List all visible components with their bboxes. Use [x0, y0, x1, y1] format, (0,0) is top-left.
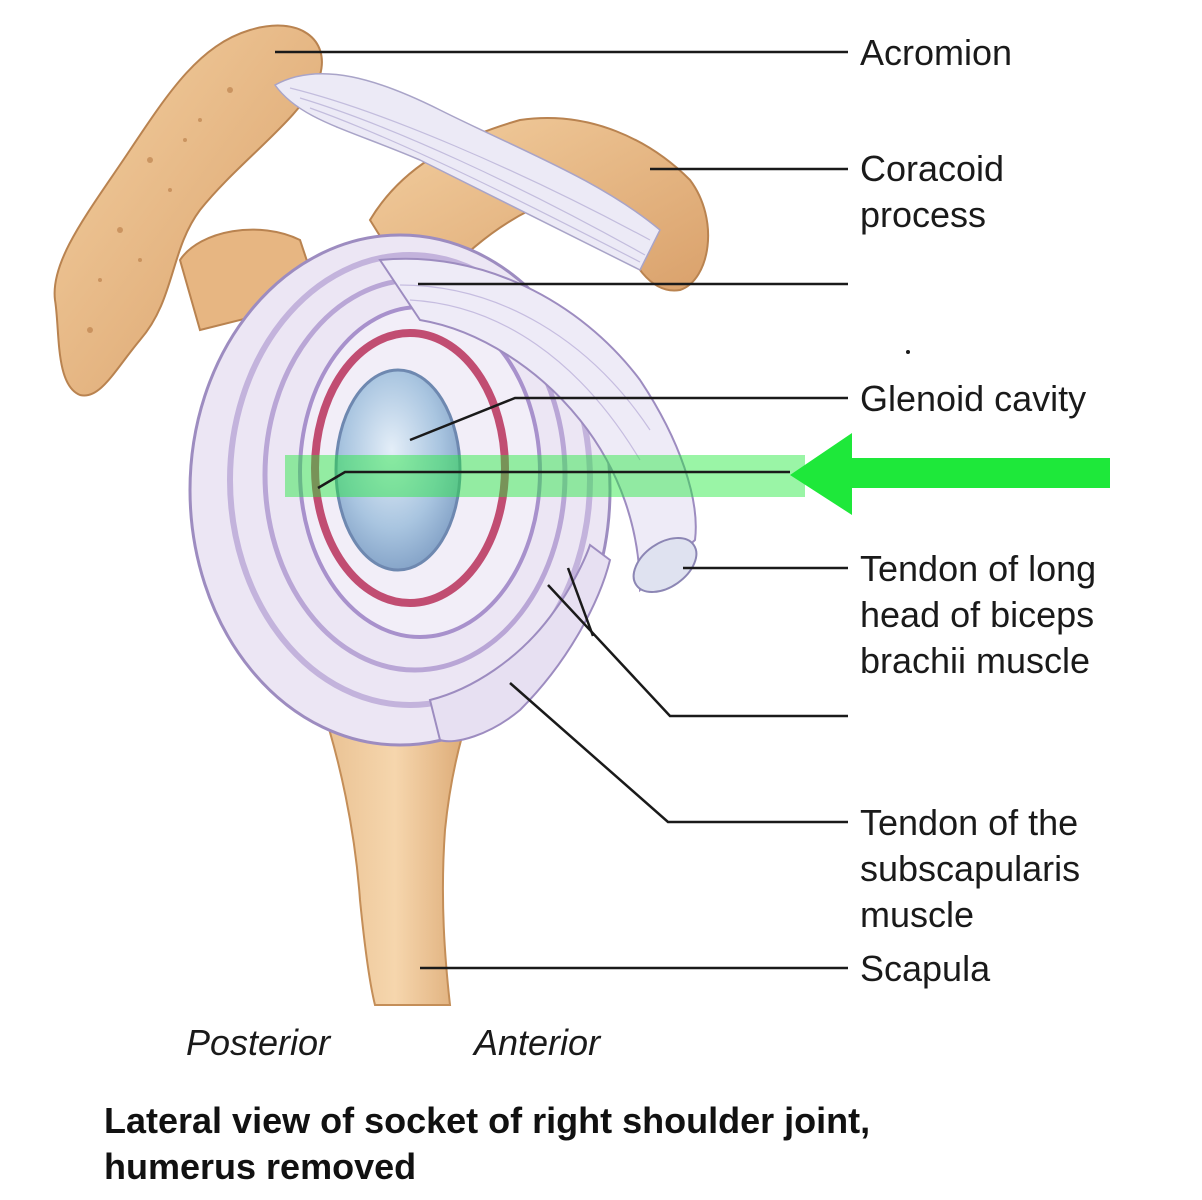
label-biceps-tendon: Tendon of long head of biceps brachii mu… [860, 548, 1097, 681]
highlight-arrow [790, 433, 1110, 515]
subscapularis-tendon-shape [428, 543, 612, 743]
leader-lines [275, 50, 848, 970]
label-subscapularis-tendon: Tendon of the subscapularis muscle [860, 802, 1081, 935]
label-glenoid-cavity: Glenoid cavity [860, 378, 1087, 419]
scapula-shaft [318, 698, 472, 1006]
label-posterior: Posterior [186, 1022, 331, 1063]
highlight-band [285, 455, 805, 497]
biceps-tendon-end [632, 537, 698, 593]
glenoid-cavity-surface [334, 368, 462, 572]
figure-caption: Lateral view of socket of right shoulder… [104, 1100, 871, 1187]
label-anterior: Anterior [474, 1022, 601, 1063]
label-coracoid-process: Coracoid process [860, 148, 1005, 235]
bone-texture [87, 87, 233, 333]
label-acromion: Acromion [860, 32, 1013, 73]
label-scapula: Scapula [860, 948, 991, 989]
